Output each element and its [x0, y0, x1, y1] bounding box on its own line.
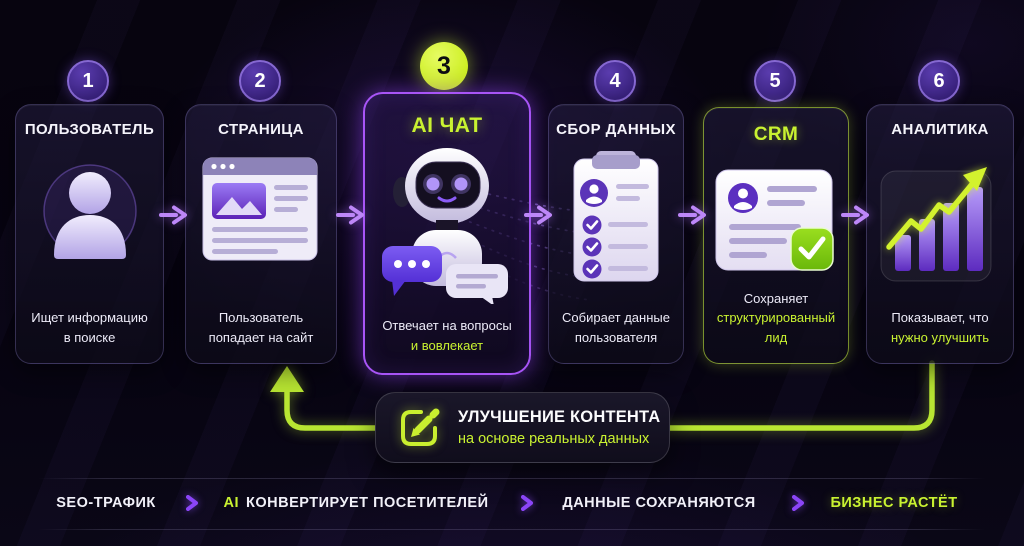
step-badge-1: 1 — [67, 60, 109, 102]
browser-window-icon — [202, 157, 318, 261]
footer-item-seo-traffic: SEO-ТРАФИК — [56, 495, 155, 511]
caption-line2: пользователя — [574, 329, 658, 345]
pill-title: УЛУЧШЕНИЕ КОНТЕНТА — [458, 408, 661, 426]
robot-chat-icon — [382, 148, 508, 304]
footer-label-accent: AI — [223, 495, 240, 511]
footer-item-data-saved: ДАННЫЕ СОХРАНЯЮТСЯ — [562, 495, 755, 511]
step-number: 6 — [933, 69, 945, 92]
step-card-analytics: АНАЛИТИКА Показывает, что — [866, 104, 1014, 364]
card-caption: Ищет информацию в поиске — [20, 308, 159, 347]
step-card-page: СТРАНИЦА Поль — [185, 104, 337, 364]
caption-line2: попадает на сайт — [208, 329, 314, 345]
chevron-right-icon — [792, 495, 804, 511]
caption-line2: и вовлекает — [410, 337, 484, 353]
caption-line2: в поиске — [63, 329, 116, 345]
clipboard-checklist-icon — [573, 151, 659, 282]
card-caption: Собирает данные пользователя — [553, 308, 679, 347]
card-caption: Показывает, что нужно улучшить — [871, 308, 1009, 347]
caption-line1: Ищет информацию — [31, 310, 148, 325]
caption-line1: Собирает данные — [562, 310, 670, 325]
caption-line2: нужно улучшить — [890, 329, 990, 345]
card-title: ПОЛЬЗОВАТЕЛЬ — [24, 121, 155, 138]
step-badge-2: 2 — [239, 60, 281, 102]
step-badge-5: 5 — [754, 60, 796, 102]
caption-line2: структурированный лид — [716, 310, 836, 345]
step-card-user: ПОЛЬЗОВАТЕЛЬ Ищет информацию в поиске — [15, 104, 164, 364]
card-caption: Пользователь попадает на сайт — [190, 308, 332, 347]
footer-label: ДАННЫЕ СОХРАНЯЮТСЯ — [562, 495, 756, 511]
step-number: 4 — [609, 69, 621, 92]
chevron-right-icon — [521, 495, 533, 511]
growth-chart-icon — [880, 167, 992, 282]
card-title: СБОР ДАННЫХ — [556, 121, 676, 138]
crm-card-check-icon — [715, 169, 834, 271]
card-title: СТРАНИЦА — [218, 121, 304, 138]
card-title: AI ЧАТ — [411, 114, 483, 137]
card-title: CRM — [753, 124, 799, 145]
content-improvement-pill: УЛУЧШЕНИЕ КОНТЕНТА на основе реальных да… — [375, 392, 670, 463]
caption-line1: Отвечает на вопросы — [382, 318, 512, 333]
step-number: 1 — [82, 69, 94, 92]
footer-divider-top — [38, 478, 986, 479]
edit-pencil-icon — [401, 408, 440, 446]
step-card-ai-chat: AI ЧАТ — [363, 92, 531, 375]
caption-line1: Сохраняет — [743, 290, 809, 306]
card-caption: Сохраняет структурированный лид — [708, 289, 844, 348]
user-icon — [42, 164, 137, 259]
footer-divider-bottom — [38, 529, 986, 530]
chevron-right-icon — [186, 495, 198, 511]
card-title: АНАЛИТИКА — [891, 121, 989, 138]
step-card-crm: CRM — [703, 107, 849, 364]
footer-label: SEO-ТРАФИК — [56, 495, 156, 511]
step-card-data-collection: СБОР ДАННЫХ — [548, 104, 684, 364]
pill-subtitle: на основе реальных данных — [458, 431, 650, 447]
caption-line1: Пользователь — [218, 310, 304, 325]
caption-line1: Показывает, что — [891, 310, 989, 325]
step-badge-6: 6 — [918, 60, 960, 102]
step-number: 3 — [437, 51, 451, 80]
footer-item-business-grows: БИЗНЕС РАСТЁТ — [830, 495, 957, 511]
footer-label: БИЗНЕС РАСТЁТ — [830, 495, 958, 511]
step-badge-3: 3 — [420, 42, 468, 90]
footer-item-ai-converts: AI КОНВЕРТИРУЕТ ПОСЕТИТЕЛЕЙ — [224, 495, 489, 511]
footer-label: КОНВЕРТИРУЕТ ПОСЕТИТЕЛЕЙ — [246, 495, 489, 511]
arrow-right-icon — [336, 205, 364, 225]
card-caption: Отвечает на вопросы и вовлекает — [369, 316, 525, 355]
step-number: 2 — [254, 69, 266, 92]
step-number: 5 — [769, 69, 781, 92]
step-badge-4: 4 — [594, 60, 636, 102]
